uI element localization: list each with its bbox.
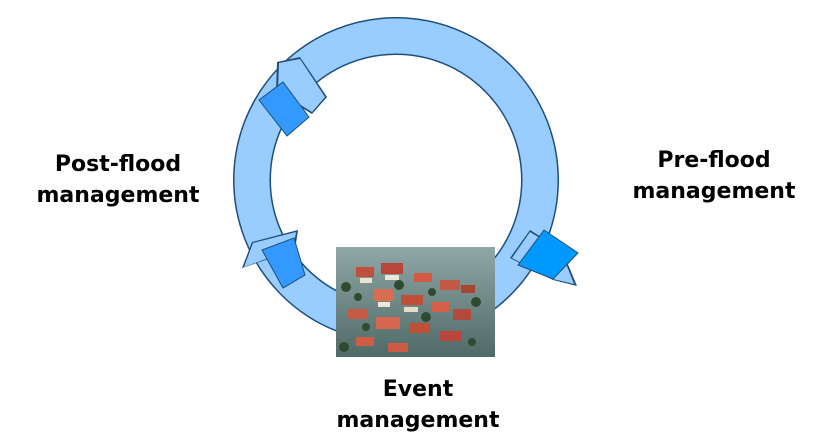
post-flood-label-line1: Post-flood	[54, 152, 182, 177]
arrow-lower-right	[510, 229, 579, 286]
pre-flood-management-label: Pre-flood management	[614, 145, 814, 207]
post-flood-management-label: Post-flood management	[22, 149, 214, 211]
flood-photo	[336, 247, 495, 357]
pre-flood-label-line2: management	[632, 179, 796, 204]
arrow-top-left	[258, 57, 327, 137]
trees	[339, 280, 481, 352]
arrow-lower-left	[242, 230, 306, 289]
event-label-line2: management	[336, 408, 500, 433]
post-flood-label-line2: management	[36, 183, 200, 208]
pre-flood-label-line1: Pre-flood	[657, 148, 771, 173]
flooded-houses	[348, 263, 475, 352]
event-label-line1: Event	[382, 377, 454, 402]
event-management-label: Event management	[318, 374, 518, 436]
